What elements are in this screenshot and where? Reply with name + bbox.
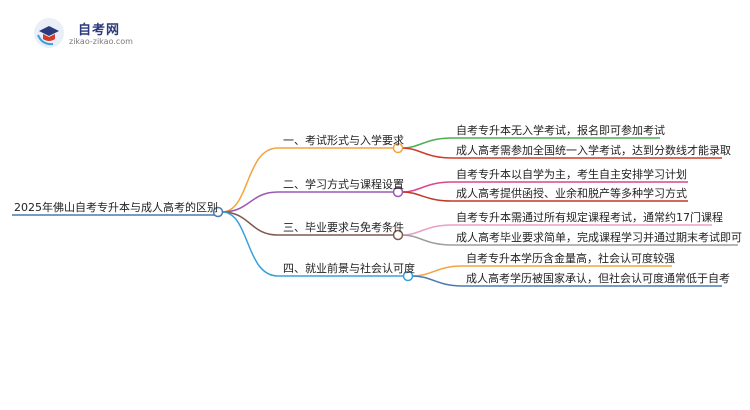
branch-topic-2[interactable]: 二、学习方式与课程设置 [283,178,404,191]
branch-connector-2 [221,191,279,213]
root-topic[interactable]: 2025年佛山自考专升本与成人高考的区别 [14,201,218,214]
branch-node-circle-1 [392,142,404,154]
leaf-connector-4-2 [411,275,463,287]
leaf-topic-4-2[interactable]: 成人高考学历被国家承认，但社会认可度通常低于自考 [466,272,730,285]
leaf-topic-1-2[interactable]: 成人高考需参加全国统一入学考试，达到分数线才能录取 [456,144,731,157]
logo-title: 自考网 [78,23,121,38]
leaf-connector-2-2 [401,191,453,202]
leaf-topic-2-1[interactable]: 自考专升本以自学为主，考生自主安排学习计划 [456,168,687,181]
site-logo[interactable]: 自考网 zikao-zikao.com [33,15,143,51]
branch-topic-3[interactable]: 三、毕业要求与免考条件 [283,221,404,234]
branch-node-circle-4 [402,270,414,282]
leaf-topic-3-2[interactable]: 成人高考毕业要求简单，完成课程学习并通过期末考试即可 [456,231,742,244]
leaf-topic-2-2[interactable]: 成人高考提供函授、业余和脱产等多种学习方式 [456,187,687,200]
graduation-cap-icon [34,18,64,48]
branch-node-circle-3 [392,229,404,241]
branch-node-circle-2 [392,186,404,198]
leaf-connector-3-2 [401,234,453,246]
branch-connector-1 [221,147,279,213]
logo-subtitle: zikao-zikao.com [69,37,133,46]
branch-topic-1[interactable]: 一、考试形式与入学要求 [283,134,404,147]
branch-connector-3 [221,211,279,236]
leaf-topic-4-1[interactable]: 自考专升本学历含金量高，社会认可度较强 [466,252,675,265]
leaf-topic-3-1[interactable]: 自考专升本需通过所有规定课程考试，通常约17门课程 [456,211,723,224]
root-node-circle [212,206,224,218]
leaf-topic-1-1[interactable]: 自考专升本无入学考试，报名即可参加考试 [456,124,665,137]
branch-topic-4[interactable]: 四、就业前景与社会认可度 [283,262,415,275]
leaf-connector-1-1 [401,137,453,149]
leaf-connector-3-1 [401,224,453,236]
branch-connector-4 [221,211,279,277]
leaf-connector-4-1 [411,265,463,277]
leaf-connector-2-1 [401,181,453,193]
leaf-connector-1-2 [401,147,453,159]
